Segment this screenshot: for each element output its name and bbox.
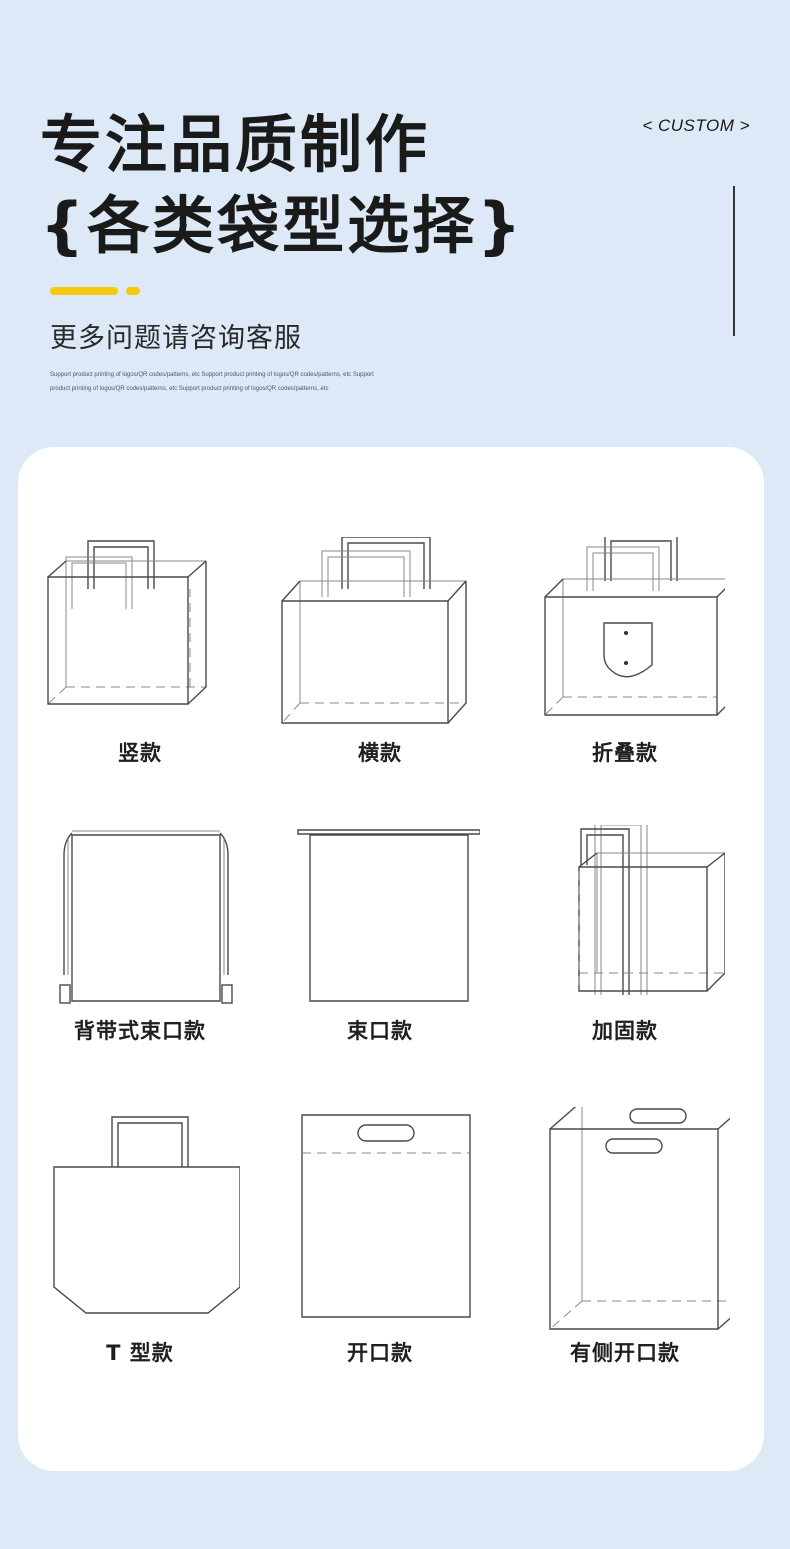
bag-type-item-horizontal[interactable]: 横款	[260, 537, 500, 767]
bag-type-label: 束口款	[347, 1019, 413, 1043]
bag-type-item-reinforced[interactable]: 加固款	[505, 825, 745, 1045]
strap-drawstring-bag-icon	[59, 830, 233, 1004]
t-shape-bag-icon	[53, 1116, 240, 1314]
drawstring-bag-icon	[297, 829, 480, 1002]
support-text-line-1: Support product printing of logos/QR cod…	[50, 372, 374, 378]
bag-type-item-folding[interactable]: 折叠款	[505, 537, 745, 767]
bag-type-label: 加固款	[592, 1019, 658, 1043]
bag-type-label: 折叠款	[592, 741, 658, 765]
bag-type-item-drawstring[interactable]: 束口款	[260, 825, 500, 1045]
custom-tag: < CUSTOM >	[642, 116, 750, 135]
accent-bar-short	[126, 287, 140, 295]
bag-type-label: 背带式束口款	[74, 1019, 206, 1043]
bag-type-label: 有侧开口款	[570, 1341, 680, 1365]
bag-type-item-die-cut[interactable]: 开口款	[260, 1107, 500, 1367]
horizontal-bag-icon	[281, 537, 467, 724]
vertical-divider	[733, 186, 735, 336]
bag-type-item-vertical[interactable]: 竖款	[20, 537, 260, 767]
die-cut-bag-icon	[301, 1114, 471, 1318]
bag-type-label: 竖款	[118, 741, 162, 765]
reinforced-bag-icon	[578, 825, 725, 995]
side-gusset-die-cut-bag-icon	[549, 1107, 730, 1330]
bag-type-item-strap-drawstring[interactable]: 背带式束口款	[20, 825, 260, 1045]
support-text-line-2: product printing of logos/QR codes/patte…	[50, 386, 329, 392]
bag-type-item-side-gusset-die-cut[interactable]: 有侧开口款	[505, 1107, 745, 1367]
bag-type-label: T 型款	[106, 1341, 174, 1365]
page-title: 专注品质制作	[40, 108, 431, 181]
page-title-secondary: {各类袋型选择}	[40, 189, 525, 262]
accent-bar-long	[50, 287, 118, 295]
bag-type-label: 开口款	[347, 1341, 413, 1365]
bag-type-item-t-shape[interactable]: T 型款	[20, 1107, 260, 1367]
bag-type-card: 竖款 横款 折叠款	[18, 447, 764, 1471]
contact-subtitle: 更多问题请咨询客服	[50, 323, 302, 354]
bag-type-label: 横款	[358, 741, 402, 765]
folding-bag-icon	[544, 537, 725, 716]
vertical-bag-icon	[47, 540, 207, 705]
